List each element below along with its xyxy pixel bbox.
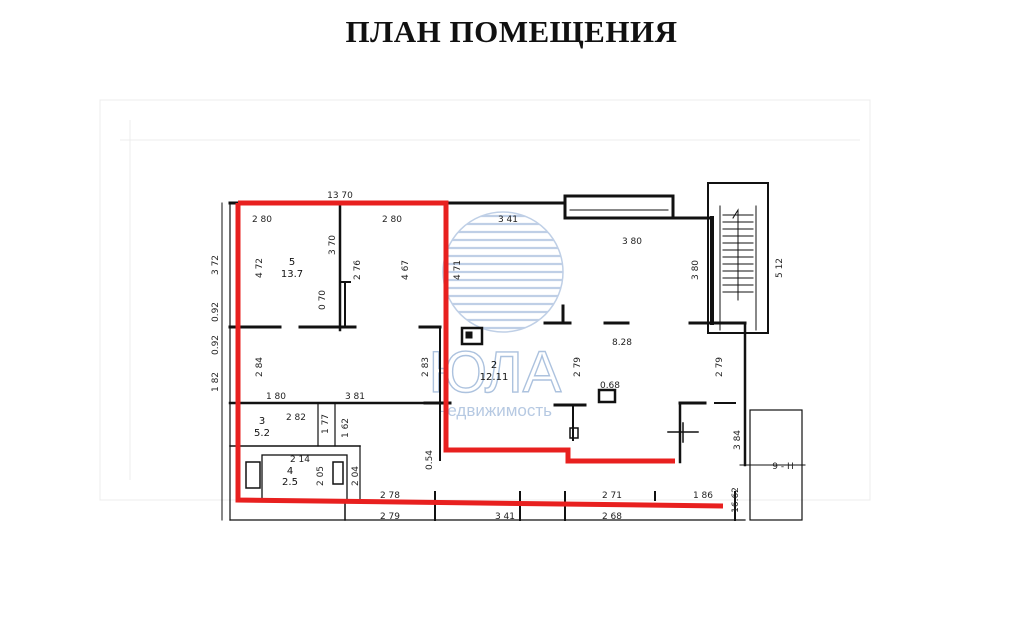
dim-right-h: 2 79 <box>715 357 725 377</box>
dim-small-h1: 1 77 <box>321 414 331 434</box>
room-2-area: 12.11 <box>480 372 509 383</box>
dim-mid-w2: 3 81 <box>345 392 365 402</box>
watermark-brand: ЮЛА <box>429 340 562 405</box>
room-3-area: 5.2 <box>254 428 270 439</box>
dim-overall-top: 13 70 <box>327 191 353 201</box>
dim-base-1: 2 79 <box>380 512 400 522</box>
dim-r5-h1: 4 72 <box>255 258 265 278</box>
dim-col-small: 0.54 <box>425 450 435 470</box>
dim-right-h2: 3 84 <box>733 430 743 450</box>
dim-area-small: 0.68 <box>600 381 620 391</box>
dim-r5-h2: 3 70 <box>328 235 338 255</box>
dim-r5-door: 0 70 <box>318 290 328 310</box>
dim-top-left-2: 2 80 <box>382 215 402 225</box>
dim-base-2: 3 41 <box>495 512 515 522</box>
dim-mid-w3: 2 82 <box>286 413 306 423</box>
dimension-labels: 13 70 2 80 2 80 3 41 3 80 8.28 3 72 0.92… <box>211 191 794 522</box>
dim-left-height-2: 1 82 <box>211 372 221 392</box>
dim-left-small-2: 0.92 <box>211 335 221 355</box>
watermark-subtitle: недвижимость <box>438 401 552 420</box>
dim-corr-h: 4 67 <box>401 260 411 280</box>
dim-mid-h1: 2 84 <box>255 357 265 377</box>
dim-bottom-2: 2 71 <box>602 491 622 501</box>
dim-right-edge: 16.62 <box>731 487 741 513</box>
dim-r5-h3: 2 76 <box>353 260 363 280</box>
dim-left-small-1: 0.92 <box>211 302 221 322</box>
dim-room-right-width: 3 80 <box>622 237 642 247</box>
dim-bottom-1: 2 78 <box>380 491 400 501</box>
room-4-number: 4 <box>287 466 293 477</box>
faint-background-lines <box>99 99 871 501</box>
dim-axis-label: 9 - H <box>772 462 793 472</box>
room-2-number: 2 <box>491 360 497 371</box>
dim-top-left-1: 2 80 <box>252 215 272 225</box>
dim-mid-w1: 1 80 <box>266 392 286 402</box>
dim-stair-right: 5 12 <box>775 258 785 278</box>
dim-wc-w: 2 14 <box>290 455 310 465</box>
dim-wc-h2: 2 04 <box>351 466 361 486</box>
room-4-area: 2.5 <box>282 477 298 488</box>
dim-right-room-depth: 8.28 <box>612 338 632 348</box>
room-labels: 5 13.7 2 12.11 3 5.2 4 2.5 <box>254 257 508 488</box>
dim-top-mid: 3 41 <box>498 215 518 225</box>
page-title: ПЛАН ПОМЕЩЕНИЯ <box>345 14 678 49</box>
dim-small-h2: 1 62 <box>341 418 351 438</box>
dim-stair-depth: 3 80 <box>691 260 701 280</box>
room-5-number: 5 <box>289 257 295 268</box>
dim-hall-h: 4 71 <box>453 260 463 280</box>
dim-base-3: 2 68 <box>602 512 622 522</box>
highlight-outline <box>235 200 724 509</box>
room-5-area: 13.7 <box>281 269 303 280</box>
dim-mid-h2: 2 83 <box>421 357 431 377</box>
room-3-number: 3 <box>259 416 265 427</box>
dim-bottom-3: 1 86 <box>693 491 713 501</box>
dim-hall-h2: 2 79 <box>573 357 583 377</box>
dim-wc-h1: 2 05 <box>316 466 326 486</box>
dim-left-height-1: 3 72 <box>211 255 221 275</box>
